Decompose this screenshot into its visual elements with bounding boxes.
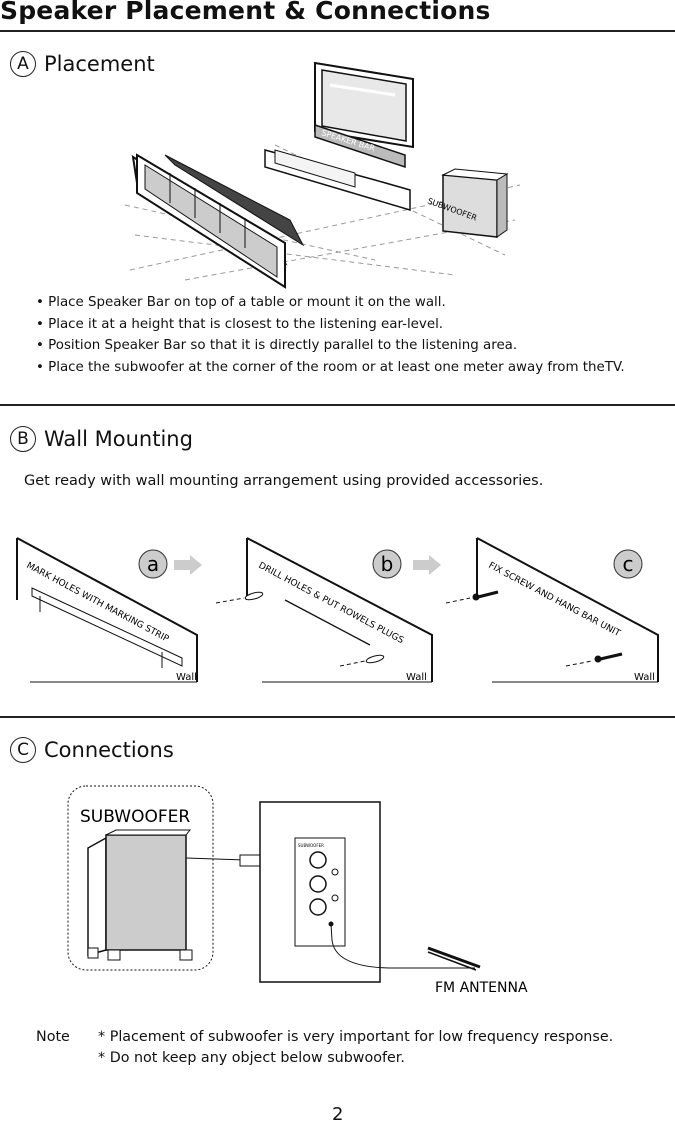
page-number: 2 xyxy=(332,1104,344,1125)
subwoofer-drawing: SUBWOOFER xyxy=(426,168,509,238)
note-line: * Placement of subwoofer is very importa… xyxy=(98,1029,614,1045)
step-b-panel: DRILL HOLES & PUT ROWELS PLUGS Wall b xyxy=(215,537,441,683)
step-a-badge: a xyxy=(147,552,159,576)
page-title: Speaker Placement & Connections xyxy=(0,0,491,25)
section-c-letter: C xyxy=(10,737,36,763)
connections-diagram: SUBWOOFER SUBWOOFER FM ANTENNA xyxy=(67,785,528,996)
section-b-title: Wall Mounting xyxy=(44,427,193,451)
section-b-heading: B Wall Mounting xyxy=(10,426,193,452)
section-a-title: Placement xyxy=(44,52,155,76)
subwoofer-unit xyxy=(87,829,193,961)
step-c-panel: FIX SCREW AND HANG BAR UNIT Wall c xyxy=(445,537,659,683)
placement-bullets: Place Speaker Bar on top of a table or m… xyxy=(36,292,666,378)
note-line: * Do not keep any object below subwoofer… xyxy=(98,1050,405,1066)
section-c-heading: C Connections xyxy=(10,737,174,763)
connections-subwoofer-label: SUBWOOFER xyxy=(80,807,190,827)
list-item: Place it at a height that is closest to … xyxy=(36,314,666,336)
section-divider xyxy=(0,404,675,406)
step-b-wall-label: Wall xyxy=(406,672,427,683)
panel-label: SUBWOOFER xyxy=(298,843,324,848)
title-rule xyxy=(0,30,675,32)
step-c-wall-label: Wall xyxy=(634,672,655,683)
step-a-panel: MARK HOLES WITH MARKING STRIP Wall a xyxy=(16,537,202,683)
step-c-caption: FIX SCREW AND HANG BAR UNIT xyxy=(487,561,622,639)
antenna-label: FM ANTENNA xyxy=(435,980,528,996)
step-c-badge: c xyxy=(623,552,634,576)
note-lines: * Placement of subwoofer is very importa… xyxy=(98,1027,658,1069)
tv-drawing xyxy=(314,61,414,149)
list-item: Place the subwoofer at the corner of the… xyxy=(36,357,666,379)
section-c-title: Connections xyxy=(44,738,174,762)
step-a-wall-label: Wall xyxy=(176,672,197,683)
section-b-letter: B xyxy=(10,426,36,452)
section-divider xyxy=(0,716,675,718)
step-b-badge: b xyxy=(381,552,394,576)
section-a-heading: A Placement xyxy=(10,51,155,77)
placement-illustration: SPEAKER BAR SUBWOOFER xyxy=(124,61,521,289)
note-label: Note xyxy=(36,1029,70,1045)
wall-mounting-intro: Get ready with wall mounting arrangement… xyxy=(24,473,544,489)
wall-mounting-steps: MARK HOLES WITH MARKING STRIP Wall a DRI… xyxy=(16,537,659,683)
list-item: Position Speaker Bar so that it is direc… xyxy=(36,335,666,357)
section-a-letter: A xyxy=(10,51,36,77)
list-item: Place Speaker Bar on top of a table or m… xyxy=(36,292,666,314)
